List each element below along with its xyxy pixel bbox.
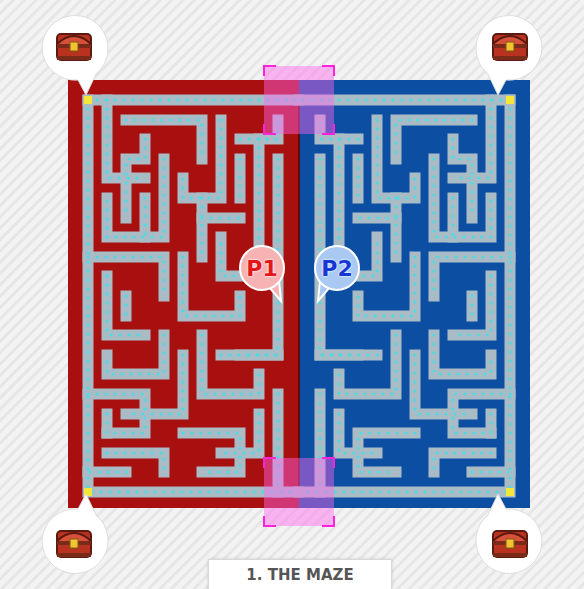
caption-text: 1. THE MAZE (246, 566, 353, 584)
caption-tab: 1. THE MAZE (208, 559, 392, 589)
player-label: P2 (321, 256, 352, 281)
player-bubble: P1 (239, 245, 285, 291)
player-bubble: P2 (314, 245, 360, 291)
player-label: P1 (246, 256, 277, 281)
